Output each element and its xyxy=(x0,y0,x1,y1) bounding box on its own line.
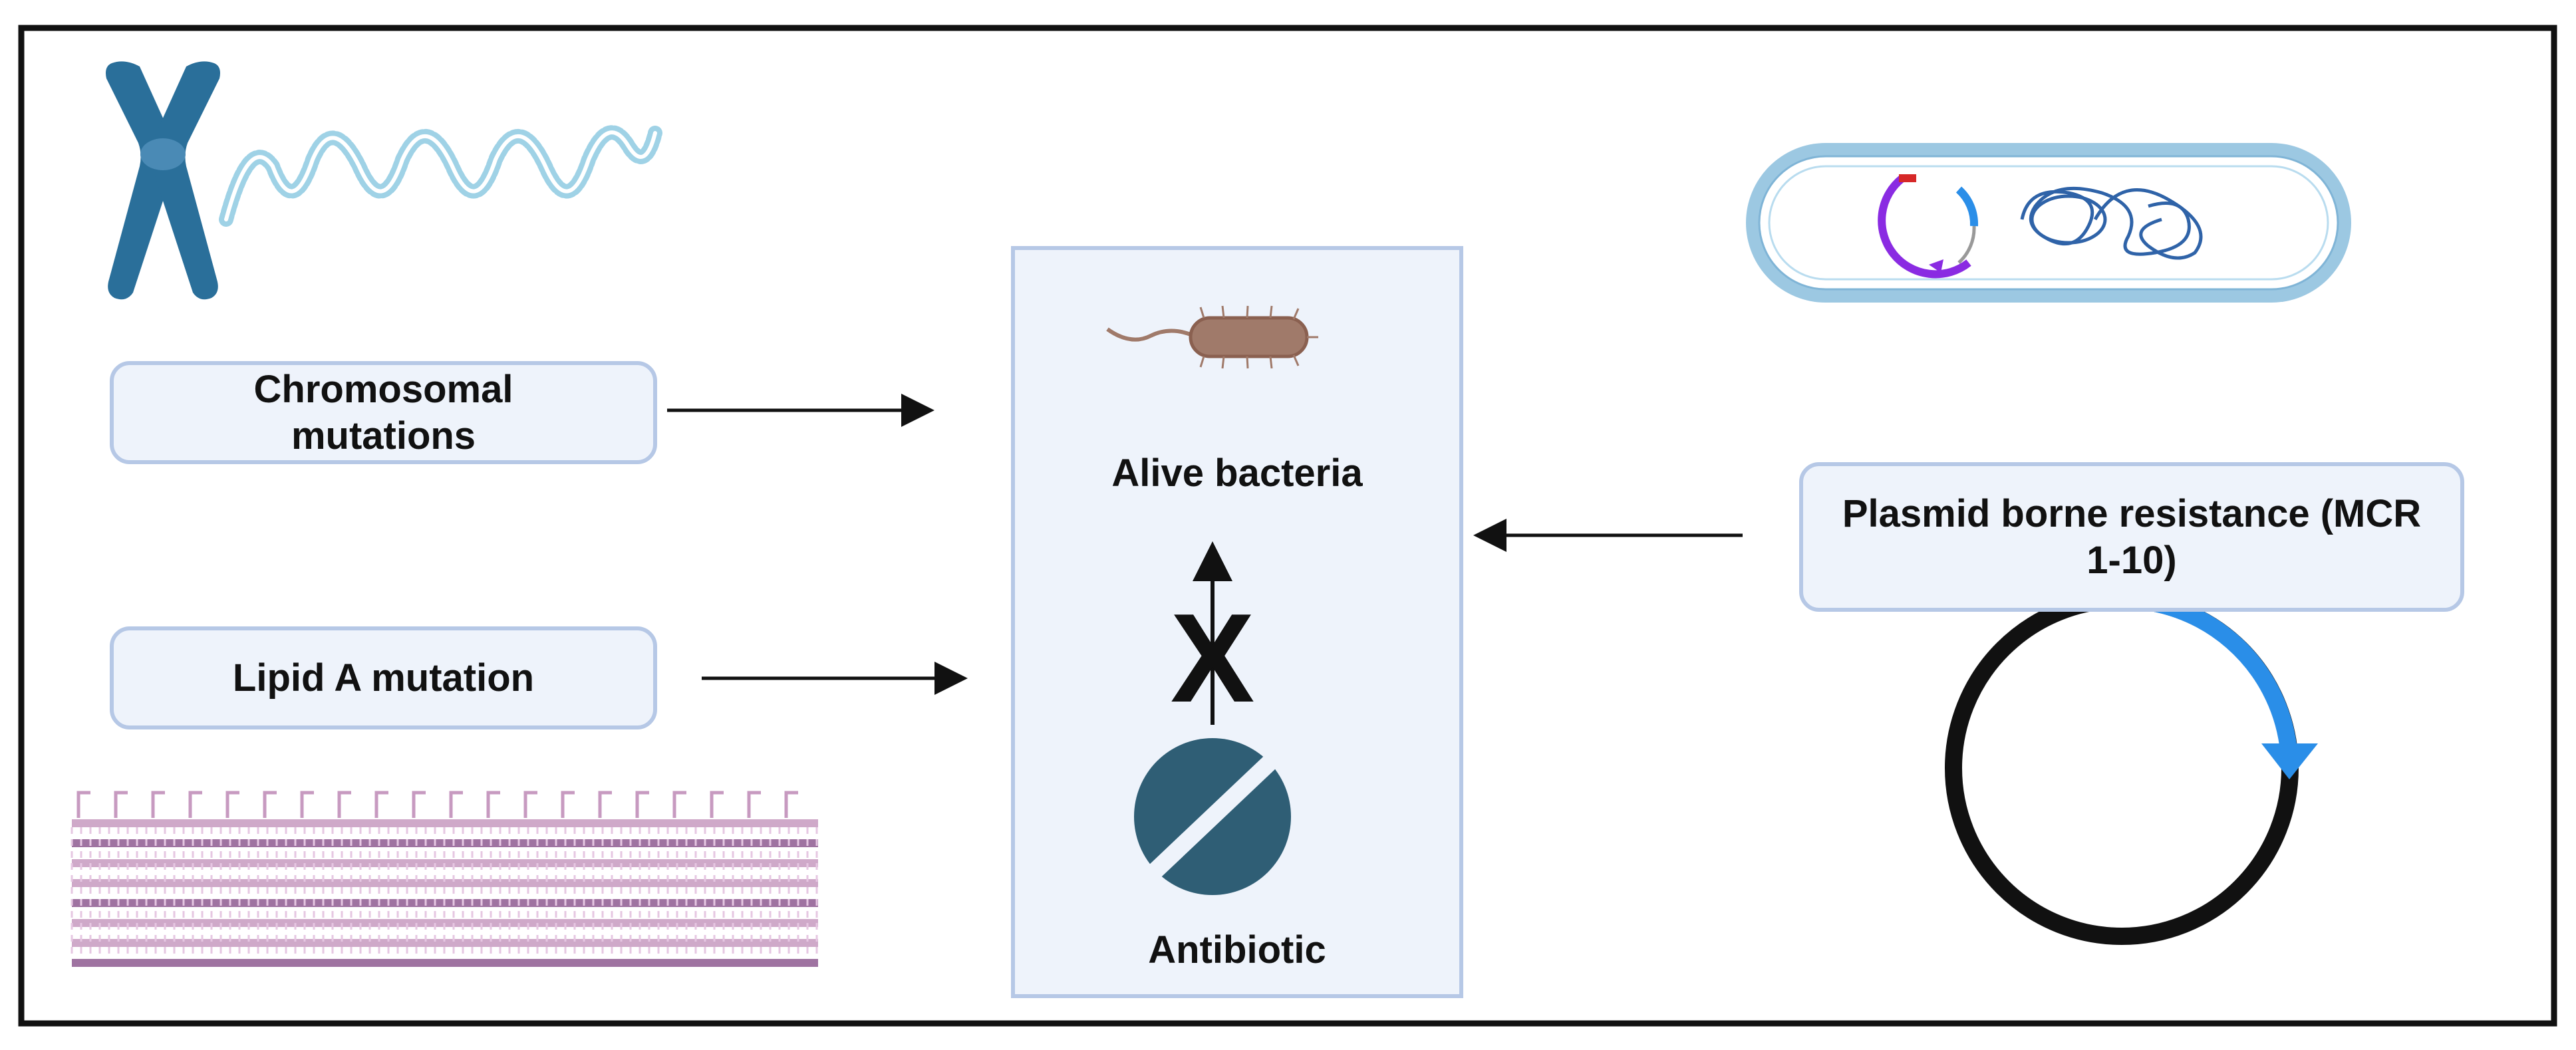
lipid-a-mutation-box: Lipid A mutation xyxy=(110,626,657,729)
chromosome-icon xyxy=(106,61,220,300)
bacterium-icon xyxy=(1106,305,1318,369)
bacterial-cell-icon xyxy=(1746,143,2351,303)
antibiotic-label: Antibiotic xyxy=(1148,928,1326,972)
plasmid-resistance-label: Plasmid borne resistance (MCR 1-10) xyxy=(1842,491,2422,582)
block-x-icon: X xyxy=(1171,588,1255,729)
lipid-a-mutation-label: Lipid A mutation xyxy=(232,656,535,700)
plasmid-resistance-box: Plasmid borne resistance (MCR 1-10) xyxy=(1799,462,2464,612)
antibiotic-pill-icon xyxy=(1134,738,1291,895)
chromosomal-mutations-label: Chromosomal mutations xyxy=(253,367,513,458)
alive-bacteria-label: Alive bacteria xyxy=(1111,452,1363,495)
chromosomal-mutations-box: Chromosomal mutations xyxy=(110,361,657,464)
block-x-mark: X xyxy=(1171,588,1255,729)
lipid-membrane-icon xyxy=(71,791,818,967)
dna-strand-icon xyxy=(219,125,662,227)
